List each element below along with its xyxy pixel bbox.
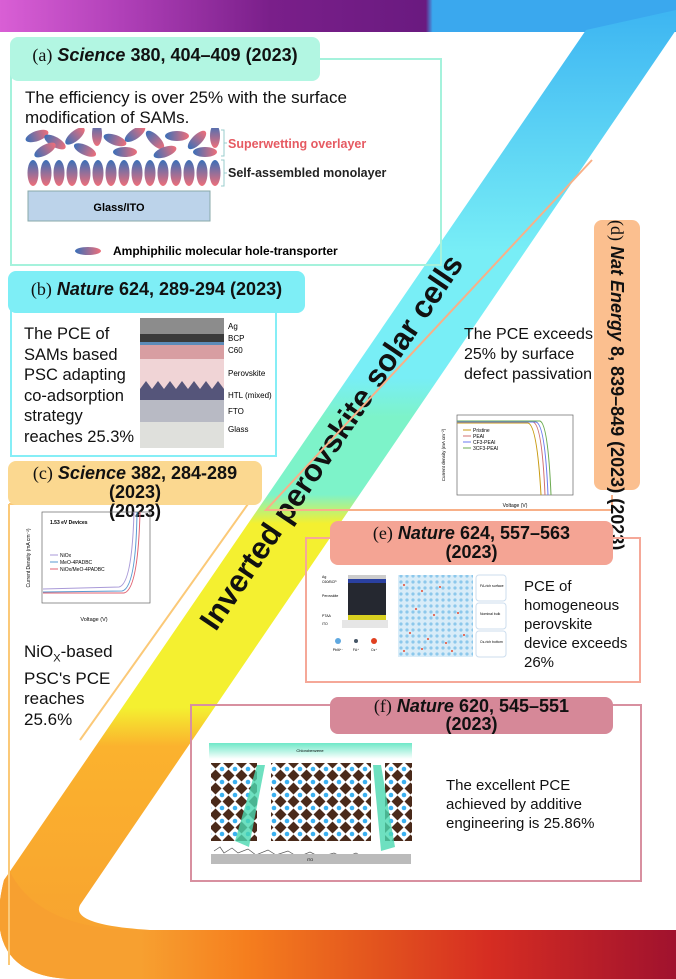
panel-e-device-diagram: Ag C60/BCP Perovskite PTAA ITO PbI6⁴⁻ FA… [322, 574, 507, 658]
svg-text:Perovskite: Perovskite [322, 594, 338, 598]
svg-text:Cs⁺: Cs⁺ [371, 648, 377, 652]
panel-e-text: PCE of homogeneous perovskite device exc… [524, 578, 628, 671]
panel-a-text: The efficiency is over 25% with the surf… [25, 88, 347, 127]
svg-text:ITO: ITO [322, 622, 328, 626]
panel-d-border [263, 159, 613, 511]
panel-b-text: The PCE of SAMs based PSC adapting co-ad… [24, 325, 135, 446]
overlayer-label: Superwetting overlayer [228, 137, 366, 151]
panel-d-text: The PCE exceeds 25% by surface defect pa… [464, 326, 593, 383]
layer-label-c60: C60 [228, 346, 243, 355]
svg-text:FA⁺: FA⁺ [353, 648, 359, 652]
panel-d-header: (d) Nat Energy 8, 839–849 (2023) (2023) [594, 220, 640, 550]
panel-f-additive-diagram: Chlorobenzene ITO [209, 743, 412, 864]
svg-text:Chlorobenzene: Chlorobenzene [296, 748, 324, 753]
svg-text:Current Density (mA cm⁻²): Current Density (mA cm⁻²) [26, 528, 32, 587]
layer-label-fto: FTO [228, 407, 244, 416]
panel-d-jv-chart: Pristine PEAI CF3-PEAI 3CF3-PEAI Voltage… [441, 414, 574, 509]
panel-b-header: (b) Nature 624, 289-294 (2023) [8, 271, 305, 313]
svg-text:ITO: ITO [307, 857, 314, 862]
svg-text:Cs-rich bottom: Cs-rich bottom [480, 640, 503, 644]
svg-text:PTAA: PTAA [322, 614, 332, 618]
panel-b-device-stack: Ag BCP C60 Perovskite HTL (mixed) FTO Gl… [140, 318, 272, 448]
svg-text:1.53 eV Devices: 1.53 eV Devices [50, 520, 88, 526]
svg-text:NiOx: NiOx [60, 553, 72, 559]
ribbon-top-bar [0, 0, 676, 32]
monolayer-label: Self-assembled monolayer [228, 166, 387, 180]
svg-text:Voltage (V): Voltage (V) [80, 617, 107, 623]
svg-text:Current density (mA cm⁻²): Current density (mA cm⁻²) [441, 428, 446, 481]
monolayer-molecules [27, 160, 221, 186]
svg-text:Voltage (V): Voltage (V) [503, 503, 528, 509]
svg-text:FA-rich surface: FA-rich surface [480, 584, 504, 588]
svg-text:Ag: Ag [322, 575, 326, 579]
panel-c-jv-chart: 1.53 eV Devices NiOx MeO-4PADBC NiOx/MeO… [26, 511, 151, 623]
panel-a-sam-diagram: Superwetting overlayer Self-assembled mo… [25, 128, 387, 258]
glass-ito-substrate [27, 190, 211, 222]
svg-text:CF3-PEAI: CF3-PEAI [473, 440, 496, 446]
molecule-legend-icon [75, 247, 101, 255]
panel-a-header: (a) Science 380, 404–409 (2023) [10, 37, 320, 81]
svg-text:MeO-4PADBC: MeO-4PADBC [60, 560, 93, 566]
panel-c-header: (c) Science 382, 284-289 (2023)(2023) [8, 461, 262, 521]
svg-text:PbI6⁴⁻: PbI6⁴⁻ [333, 648, 344, 652]
svg-text:NiOx/MeO-4PADBC: NiOx/MeO-4PADBC [60, 567, 105, 573]
layer-label-bcp: BCP [228, 334, 244, 343]
svg-text:PEAI: PEAI [473, 434, 484, 440]
svg-text:C60/BCP: C60/BCP [322, 580, 337, 584]
panel-c-text: NiOX-based PSC's PCE reaches 25.6% [24, 642, 113, 729]
panel-f-text: The excellent PCE achieved by additive e… [446, 777, 595, 832]
svg-text:3CF3-PEAI: 3CF3-PEAI [473, 446, 498, 452]
ribbon-bottom-bar [140, 930, 676, 979]
svg-text:Nominal bulk: Nominal bulk [480, 612, 500, 616]
overlayer-molecules [25, 128, 220, 159]
layer-label-perovskite: Perovskite [228, 369, 266, 378]
layer-label-htl: HTL (mixed) [228, 391, 272, 400]
molecule-legend-label: Amphiphilic molecular hole-transporter [113, 244, 338, 258]
panel-e-header: (e) Nature 624, 557–563(2023) [330, 521, 613, 565]
panel-f-header: (f) Nature 620, 545–551(2023) [330, 697, 613, 734]
svg-text:Glass/ITO: Glass/ITO [93, 202, 145, 214]
layer-label-glass: Glass [228, 425, 248, 434]
layer-label-ag: Ag [228, 322, 238, 331]
svg-text:Pristine: Pristine [473, 428, 490, 434]
